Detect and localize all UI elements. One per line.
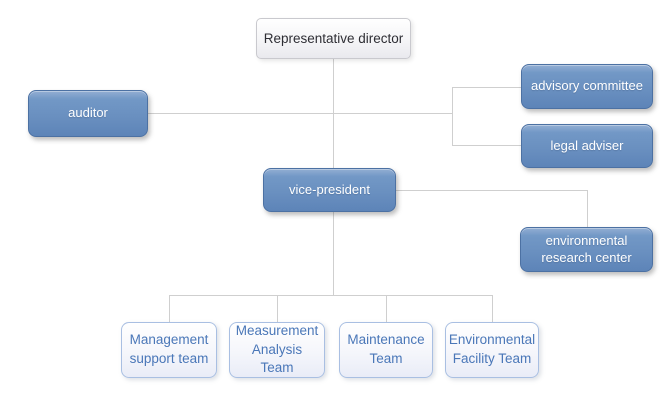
- node-management-support-team: Management support team: [121, 322, 217, 378]
- node-label: auditor: [68, 105, 108, 121]
- node-label: Representative director: [263, 31, 404, 46]
- node-environmental-research-center: environmental research center: [520, 227, 653, 272]
- node-label: Environmental Facility Team: [448, 332, 536, 366]
- node-representative-director: Representative director: [256, 18, 411, 59]
- node-legal-adviser: legal adviser: [521, 124, 653, 168]
- node-label: Management support team: [129, 332, 209, 366]
- node-measurement-analysis-team: Measurement Analysis Team: [229, 322, 325, 378]
- connector-drop-team-3: [386, 295, 387, 322]
- connector-to-advisory: [452, 87, 521, 88]
- node-auditor: auditor: [28, 90, 148, 137]
- node-label: legal adviser: [550, 137, 624, 153]
- node-label: Measurement Analysis Team: [235, 322, 319, 376]
- node-label: advisory committee: [531, 78, 643, 94]
- connector-right-bracket: [452, 87, 453, 145]
- connector-auditor-row: [148, 113, 452, 114]
- node-label: vice-president: [289, 181, 370, 197]
- connector-drop-team-2: [277, 295, 278, 322]
- connector-drop-team-1: [169, 295, 170, 322]
- node-advisory-committee: advisory committee: [521, 64, 653, 109]
- node-environmental-facility-team: Environmental Facility Team: [445, 322, 539, 378]
- node-label: environmental research center: [541, 233, 632, 265]
- node-label: Maintenance Team: [347, 332, 425, 366]
- connector-to-env-center: [587, 190, 588, 227]
- connector-teams-row: [169, 295, 493, 296]
- connector-drop-team-4: [492, 295, 493, 322]
- connector-to-legal-adviser: [452, 145, 521, 146]
- node-maintenance-team: Maintenance Team: [339, 322, 433, 378]
- node-vice-president: vice-president: [263, 168, 396, 212]
- connector-vp-down: [333, 212, 334, 295]
- connector-vp-right: [396, 190, 587, 191]
